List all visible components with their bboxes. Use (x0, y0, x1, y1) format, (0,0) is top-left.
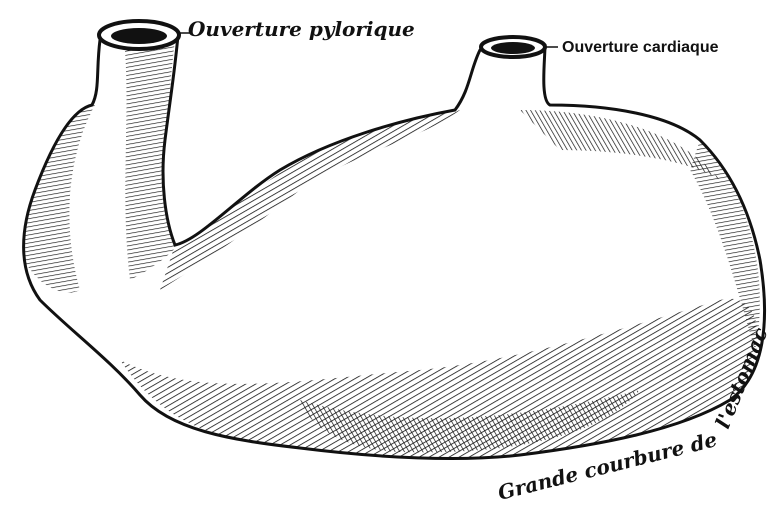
label-ouverture-pylorique: Ouverture pylorique (188, 17, 415, 41)
label-ouverture-cardiaque: Ouverture cardiaque (562, 39, 719, 56)
